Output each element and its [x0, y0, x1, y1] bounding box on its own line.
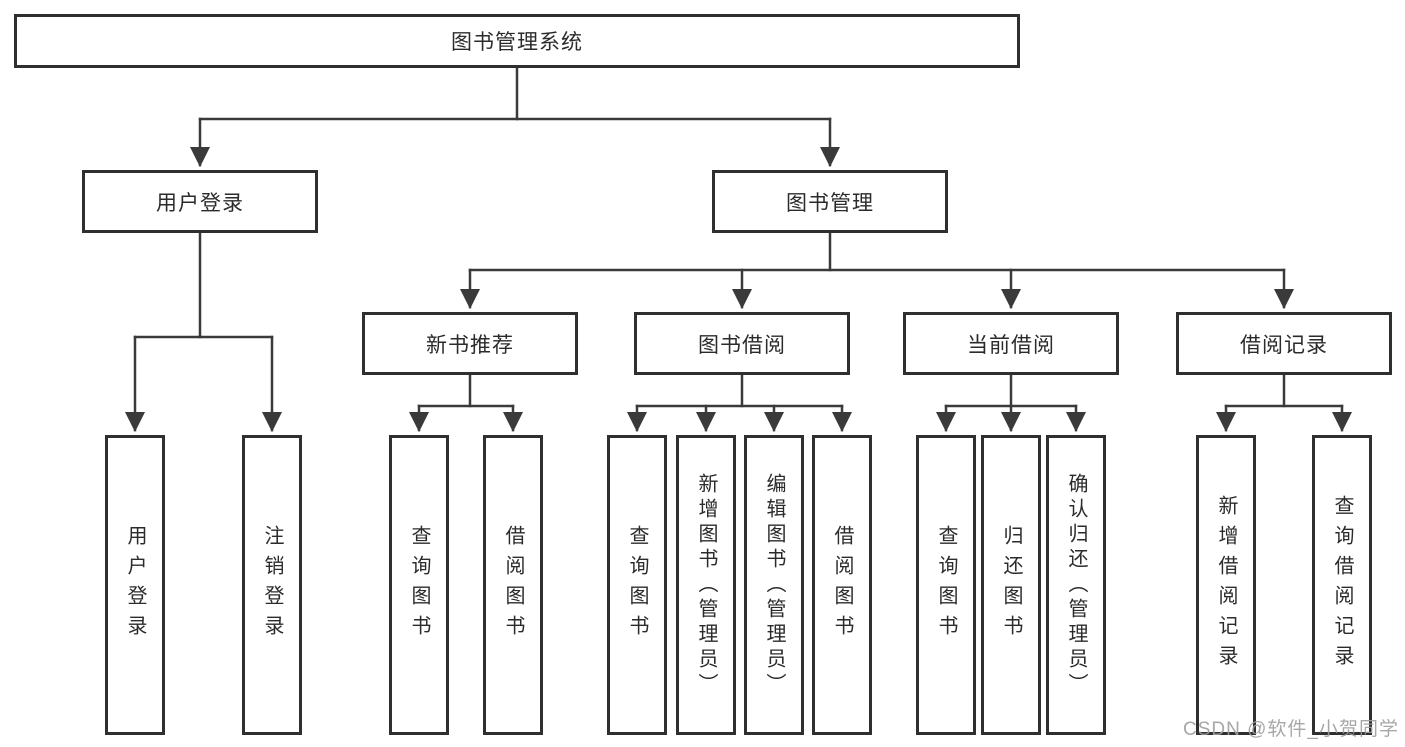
node-current-borrow: 当前借阅 [903, 312, 1119, 375]
node-label: 图书借阅 [698, 333, 786, 357]
node-label: 图书管理 [786, 191, 874, 215]
node-label: 用户登录 [124, 525, 146, 645]
leaf-add-books-admin: 新增图书（管理员） [676, 435, 736, 735]
node-label: 用户登录 [156, 191, 244, 215]
node-label: 编辑图书（管理员） [763, 472, 785, 698]
node-book-management: 图书管理 [712, 170, 948, 233]
leaf-user-login: 用户登录 [105, 435, 165, 735]
node-label: 确认归还（管理员） [1065, 472, 1087, 698]
node-label: 借阅图书 [831, 525, 853, 645]
node-user-login: 用户登录 [82, 170, 318, 233]
node-label: 注销登录 [261, 525, 283, 645]
node-label: 借阅图书 [502, 525, 524, 645]
node-label: 新书推荐 [426, 333, 514, 357]
leaf-logout: 注销登录 [242, 435, 302, 735]
node-label: 新增图书（管理员） [695, 472, 717, 698]
leaf-query-books-3: 查询图书 [916, 435, 976, 735]
node-label: 借阅记录 [1240, 333, 1328, 357]
node-label: 查询借阅记录 [1331, 495, 1353, 675]
node-label: 当前借阅 [967, 333, 1055, 357]
leaf-confirm-return-admin: 确认归还（管理员） [1046, 435, 1106, 735]
leaf-borrow-books-1: 借阅图书 [483, 435, 543, 735]
leaf-borrow-books-2: 借阅图书 [812, 435, 872, 735]
leaf-query-borrow-record: 查询借阅记录 [1312, 435, 1372, 735]
node-label: 图书管理系统 [451, 31, 583, 54]
node-book-borrow: 图书借阅 [634, 312, 850, 375]
csdn-watermark: CSDN @软件_小贺同学 [1183, 719, 1399, 740]
node-label: 查询图书 [408, 525, 430, 645]
leaf-add-borrow-record: 新增借阅记录 [1196, 435, 1256, 735]
leaf-return-books: 归还图书 [981, 435, 1041, 735]
node-new-book-recommend: 新书推荐 [362, 312, 578, 375]
node-library-management-system: 图书管理系统 [14, 14, 1020, 68]
leaf-query-books-1: 查询图书 [389, 435, 449, 735]
leaf-edit-books-admin: 编辑图书（管理员） [744, 435, 804, 735]
node-label: 查询图书 [626, 525, 648, 645]
node-label: 归还图书 [1000, 525, 1022, 645]
node-borrow-records: 借阅记录 [1176, 312, 1392, 375]
node-label: 查询图书 [935, 525, 957, 645]
node-label: 新增借阅记录 [1215, 495, 1237, 675]
leaf-query-books-2: 查询图书 [607, 435, 667, 735]
